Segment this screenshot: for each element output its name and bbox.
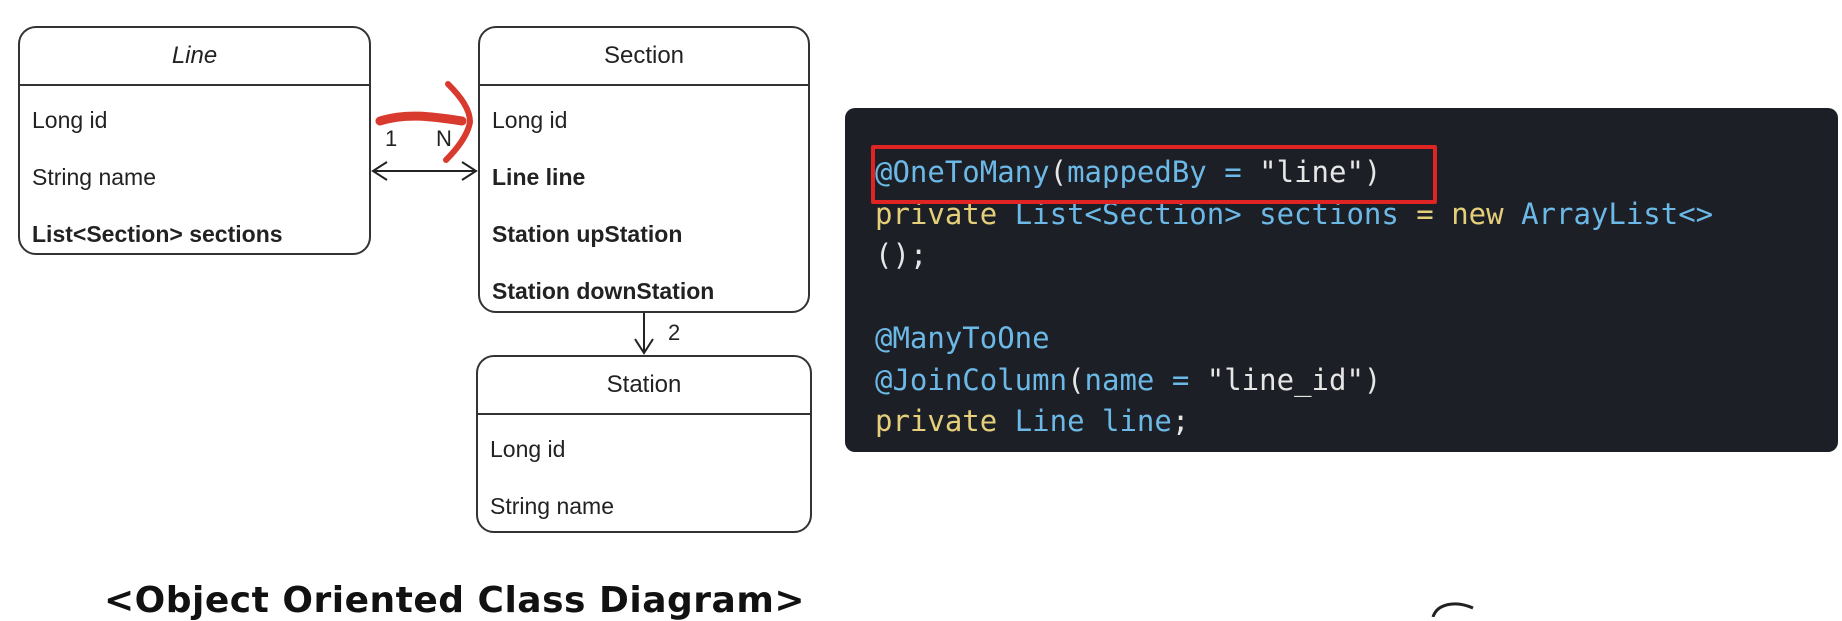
line-attr-id: Long id — [32, 107, 108, 133]
partial-logo-mark — [1431, 602, 1474, 617]
code-annotation-one-to-many: @OneToMany — [875, 155, 1050, 189]
section-attr-id: Long id — [492, 107, 568, 133]
line-attr-name: String name — [32, 164, 157, 190]
class-title-section: Section — [480, 28, 808, 86]
code-string-line: "line" — [1259, 155, 1364, 189]
diagram-caption: <Object Oriented Class Diagram> — [104, 580, 805, 621]
section-station-association — [634, 313, 654, 355]
multiplicity-station-side: 2 — [668, 320, 681, 345]
code-equals: = — [1206, 155, 1260, 189]
multiplicity-line-side: 1 — [385, 126, 398, 151]
code-line-constructor-call: (); — [875, 238, 928, 272]
code-line-blank — [875, 277, 1838, 319]
line-section-association — [371, 161, 478, 181]
code-line-join-column: @JoinColumn(name = "line_id") — [875, 360, 1838, 402]
code-type-line: Line — [1014, 404, 1085, 438]
code-line-one-to-many: @OneToMany(mappedBy = "line") — [875, 152, 1838, 194]
code-paren-open: ( — [1049, 155, 1068, 189]
code-line-many-to-one: @ManyToOne — [875, 321, 1050, 355]
code-string-line-id: "line_id" — [1206, 362, 1364, 397]
section-attr-line: Line line — [492, 164, 586, 190]
code-equals: = — [1398, 196, 1452, 231]
class-box-line: Line Long id String name List<Section> s… — [18, 26, 371, 255]
code-paren-close: ) — [1363, 155, 1382, 189]
code-line-line-field: private Line line; — [875, 401, 1838, 443]
code-constructor-array-list: ArrayList<> — [1521, 196, 1714, 231]
section-attr-down-station: Station downStation — [492, 278, 715, 304]
class-box-section: Section Long id Line line Station upStat… — [478, 26, 810, 313]
station-attr-id: Long id — [490, 436, 566, 462]
code-annotation-join-column: @JoinColumn — [875, 362, 1068, 397]
multiplicity-section-side: N — [436, 126, 452, 151]
code-panel: @OneToMany(mappedBy = "line") private Li… — [845, 108, 1838, 452]
code-param-name: name — [1084, 362, 1155, 397]
code-semicolon: ; — [1171, 404, 1190, 438]
code-equals: = — [1154, 362, 1207, 397]
class-title-line: Line — [20, 28, 369, 86]
code-keyword-new: new — [1451, 196, 1504, 231]
class-box-station: Station Long id String name — [476, 355, 812, 533]
code-field-line: line — [1102, 404, 1172, 438]
line-attr-sections: List<Section> sections — [32, 221, 283, 247]
code-param-mapped-by: mappedBy — [1067, 155, 1207, 189]
code-paren-open: ( — [1067, 362, 1085, 397]
section-attr-up-station: Station upStation — [492, 221, 683, 247]
class-title-station: Station — [478, 357, 810, 415]
highlight-box — [871, 145, 1437, 204]
station-attr-name: String name — [490, 493, 615, 519]
code-paren-close: ) — [1363, 362, 1382, 397]
code-keyword-private: private — [875, 404, 998, 438]
